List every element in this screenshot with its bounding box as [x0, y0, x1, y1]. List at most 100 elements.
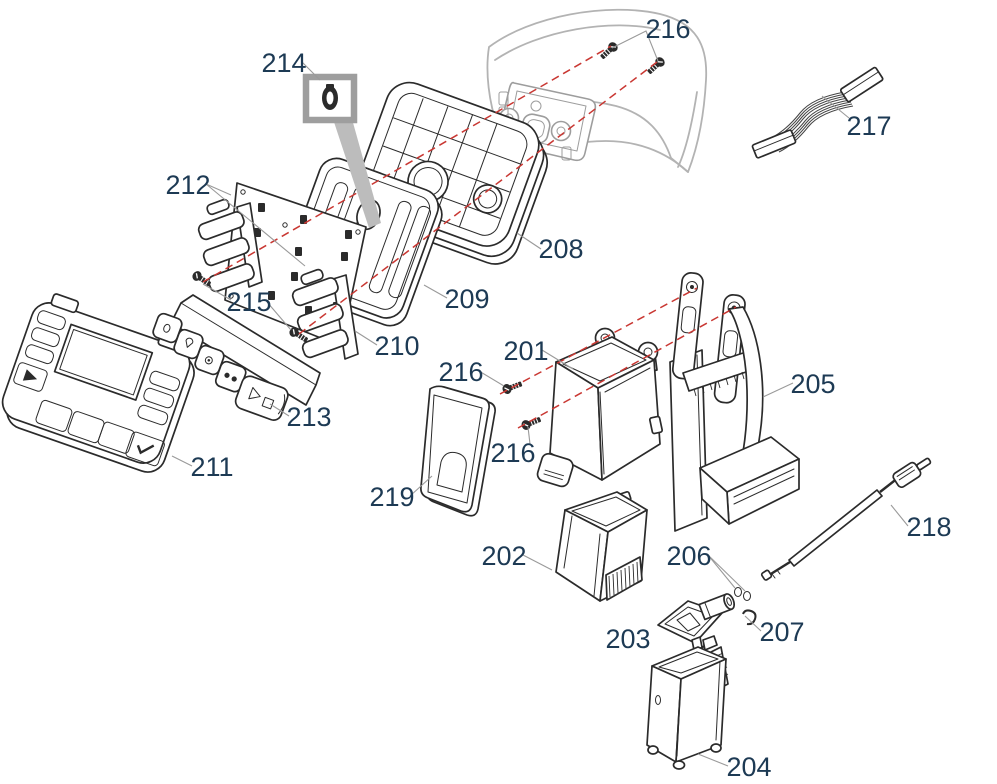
- leader-line: [409, 475, 433, 497]
- callout-219: 219: [369, 475, 433, 512]
- leader-line: [478, 370, 505, 387]
- door-inner: [427, 394, 483, 504]
- strip-rail-edge: [180, 302, 317, 386]
- bin-foot: [647, 745, 659, 755]
- strip-key-5: [234, 375, 289, 421]
- plate-tab-1: [498, 91, 509, 106]
- bracket-shoe-stripe: [733, 468, 795, 505]
- display-window: [53, 323, 154, 401]
- bin-hole: [655, 695, 661, 705]
- rod-handle: [892, 457, 932, 489]
- screw-216-top-2: [644, 54, 668, 77]
- callout-217-label: 217: [846, 111, 891, 141]
- callout-216-low: 216: [490, 426, 536, 468]
- two-cups-icon: [231, 376, 237, 382]
- callout-216-low-label: 216: [490, 438, 535, 468]
- pad-key: [207, 263, 255, 293]
- panel-left-buttons: [25, 310, 66, 365]
- leader-line: [707, 554, 746, 592]
- drawer-202: [555, 491, 648, 602]
- rod-collars: [771, 569, 781, 579]
- bracket-shoe-left: [699, 467, 730, 525]
- callout-212-label: 212: [165, 170, 210, 200]
- callout-208-label: 208: [538, 234, 583, 264]
- callout-201: 201: [503, 336, 574, 370]
- rod-barrel: [788, 489, 883, 567]
- service-door-219: [420, 385, 496, 517]
- callout-205: 205: [762, 369, 836, 399]
- ribbon-connector-top: [839, 66, 884, 103]
- alignment-line: [202, 45, 612, 283]
- leader-line: [744, 615, 762, 632]
- o-ring: [743, 591, 751, 601]
- callout-208: 208: [516, 232, 584, 264]
- plate-tab-3: [561, 146, 572, 161]
- leader-line: [522, 554, 553, 571]
- bracket-arm-1: [671, 272, 704, 380]
- leader-line: [890, 504, 909, 527]
- retaining-clip-207: [742, 609, 757, 626]
- callout-213: 213: [269, 402, 332, 432]
- key-end-cap: [277, 394, 286, 415]
- triangle-icon: [22, 369, 38, 381]
- waste-container-204: [646, 635, 729, 770]
- leader-line: [821, 95, 850, 119]
- pad-cap: [300, 268, 324, 286]
- drawer-ribs: [608, 561, 639, 598]
- callout-215-label: 215: [226, 287, 271, 317]
- button-pad-212-upper: [197, 198, 263, 293]
- leader-line: [202, 283, 232, 301]
- callout-211-label: 211: [190, 452, 233, 482]
- container-rim-inner: [562, 342, 647, 382]
- bracket-rack-teeth: [693, 371, 745, 397]
- callout-201-label: 201: [503, 336, 548, 366]
- callout-218: 218: [890, 504, 952, 542]
- leader-line: [527, 426, 531, 445]
- callout-202: 202: [481, 541, 553, 571]
- intake-rod-218: [760, 457, 932, 581]
- callouts: 214 216 217 212 208 209 215 210: [165, 14, 951, 782]
- front-panel-211: [1, 293, 195, 473]
- highlight-box-214: [302, 73, 358, 124]
- coffee-icon: [204, 356, 213, 365]
- container-latch: [648, 415, 664, 435]
- container-crease: [599, 367, 651, 475]
- leader-line: [354, 330, 378, 346]
- callout-207: 207: [744, 615, 805, 647]
- o-ring: [734, 587, 742, 597]
- callout-204-label: 204: [726, 752, 771, 782]
- leader-line: [205, 183, 306, 267]
- coffee-icon: [185, 337, 194, 348]
- coffee-icon-dot: [207, 359, 211, 362]
- leader-line: [301, 61, 321, 81]
- pad-key: [291, 277, 339, 307]
- callout-206: 206: [666, 541, 746, 592]
- callout-205-label: 205: [790, 369, 835, 399]
- callout-203-label: 203: [605, 624, 650, 654]
- container-201: [536, 327, 664, 488]
- nozzle-detail: [676, 612, 701, 632]
- play-icon: [248, 387, 261, 400]
- pad-key: [202, 237, 250, 267]
- panel-clip-left: [50, 293, 80, 314]
- bin-foot: [672, 760, 686, 770]
- display-window-inner: [59, 329, 148, 396]
- callout-211: 211: [171, 452, 234, 482]
- leader-line: [423, 284, 448, 299]
- callout-202-label: 202: [481, 541, 526, 571]
- leader-line: [697, 753, 729, 767]
- callout-216-top: 216: [611, 14, 691, 62]
- callout-210-label: 210: [374, 331, 419, 361]
- button-strip-213: [152, 294, 321, 421]
- side-bracket-205: [669, 272, 800, 532]
- callout-209-label: 209: [444, 284, 489, 314]
- alignment-line: [517, 306, 737, 429]
- callout-209: 209: [423, 284, 490, 314]
- two-cups-icon: [224, 372, 230, 378]
- callout-213-label: 213: [286, 402, 331, 432]
- container-right-face: [597, 359, 661, 481]
- callout-203: 203: [605, 624, 650, 654]
- alignment-lines: [202, 45, 737, 429]
- plate-boss-right: [550, 120, 572, 142]
